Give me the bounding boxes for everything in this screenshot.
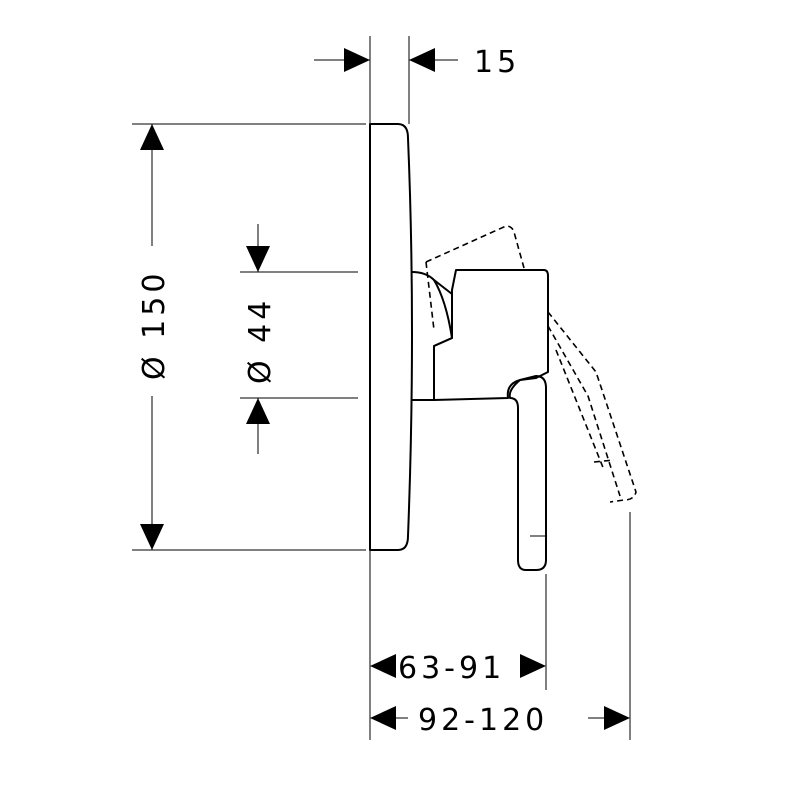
dimension-plate-diameter: Ø 150 [137,124,172,550]
valve-body [411,271,453,401]
dimension-label-projection-open: 92-120 [418,703,548,738]
dimension-label-projection: 63-91 [398,651,505,686]
dimension-label-plate-depth: 15 [474,45,520,80]
mixer-head [433,269,549,401]
alternate-position-outline [425,225,637,503]
extension-lines [132,36,631,740]
lever-handle [508,375,547,571]
dimension-projection: 63-91 [370,651,546,686]
dimension-body-diameter: Ø 44 [243,224,278,454]
dimension-label-plate-diameter: Ø 150 [137,270,172,380]
dimension-label-body-diameter: Ø 44 [243,297,278,384]
wall-plate [369,123,413,551]
dimension-plate-depth: 15 [314,45,520,80]
dimension-projection-open: 92-120 [370,703,630,738]
